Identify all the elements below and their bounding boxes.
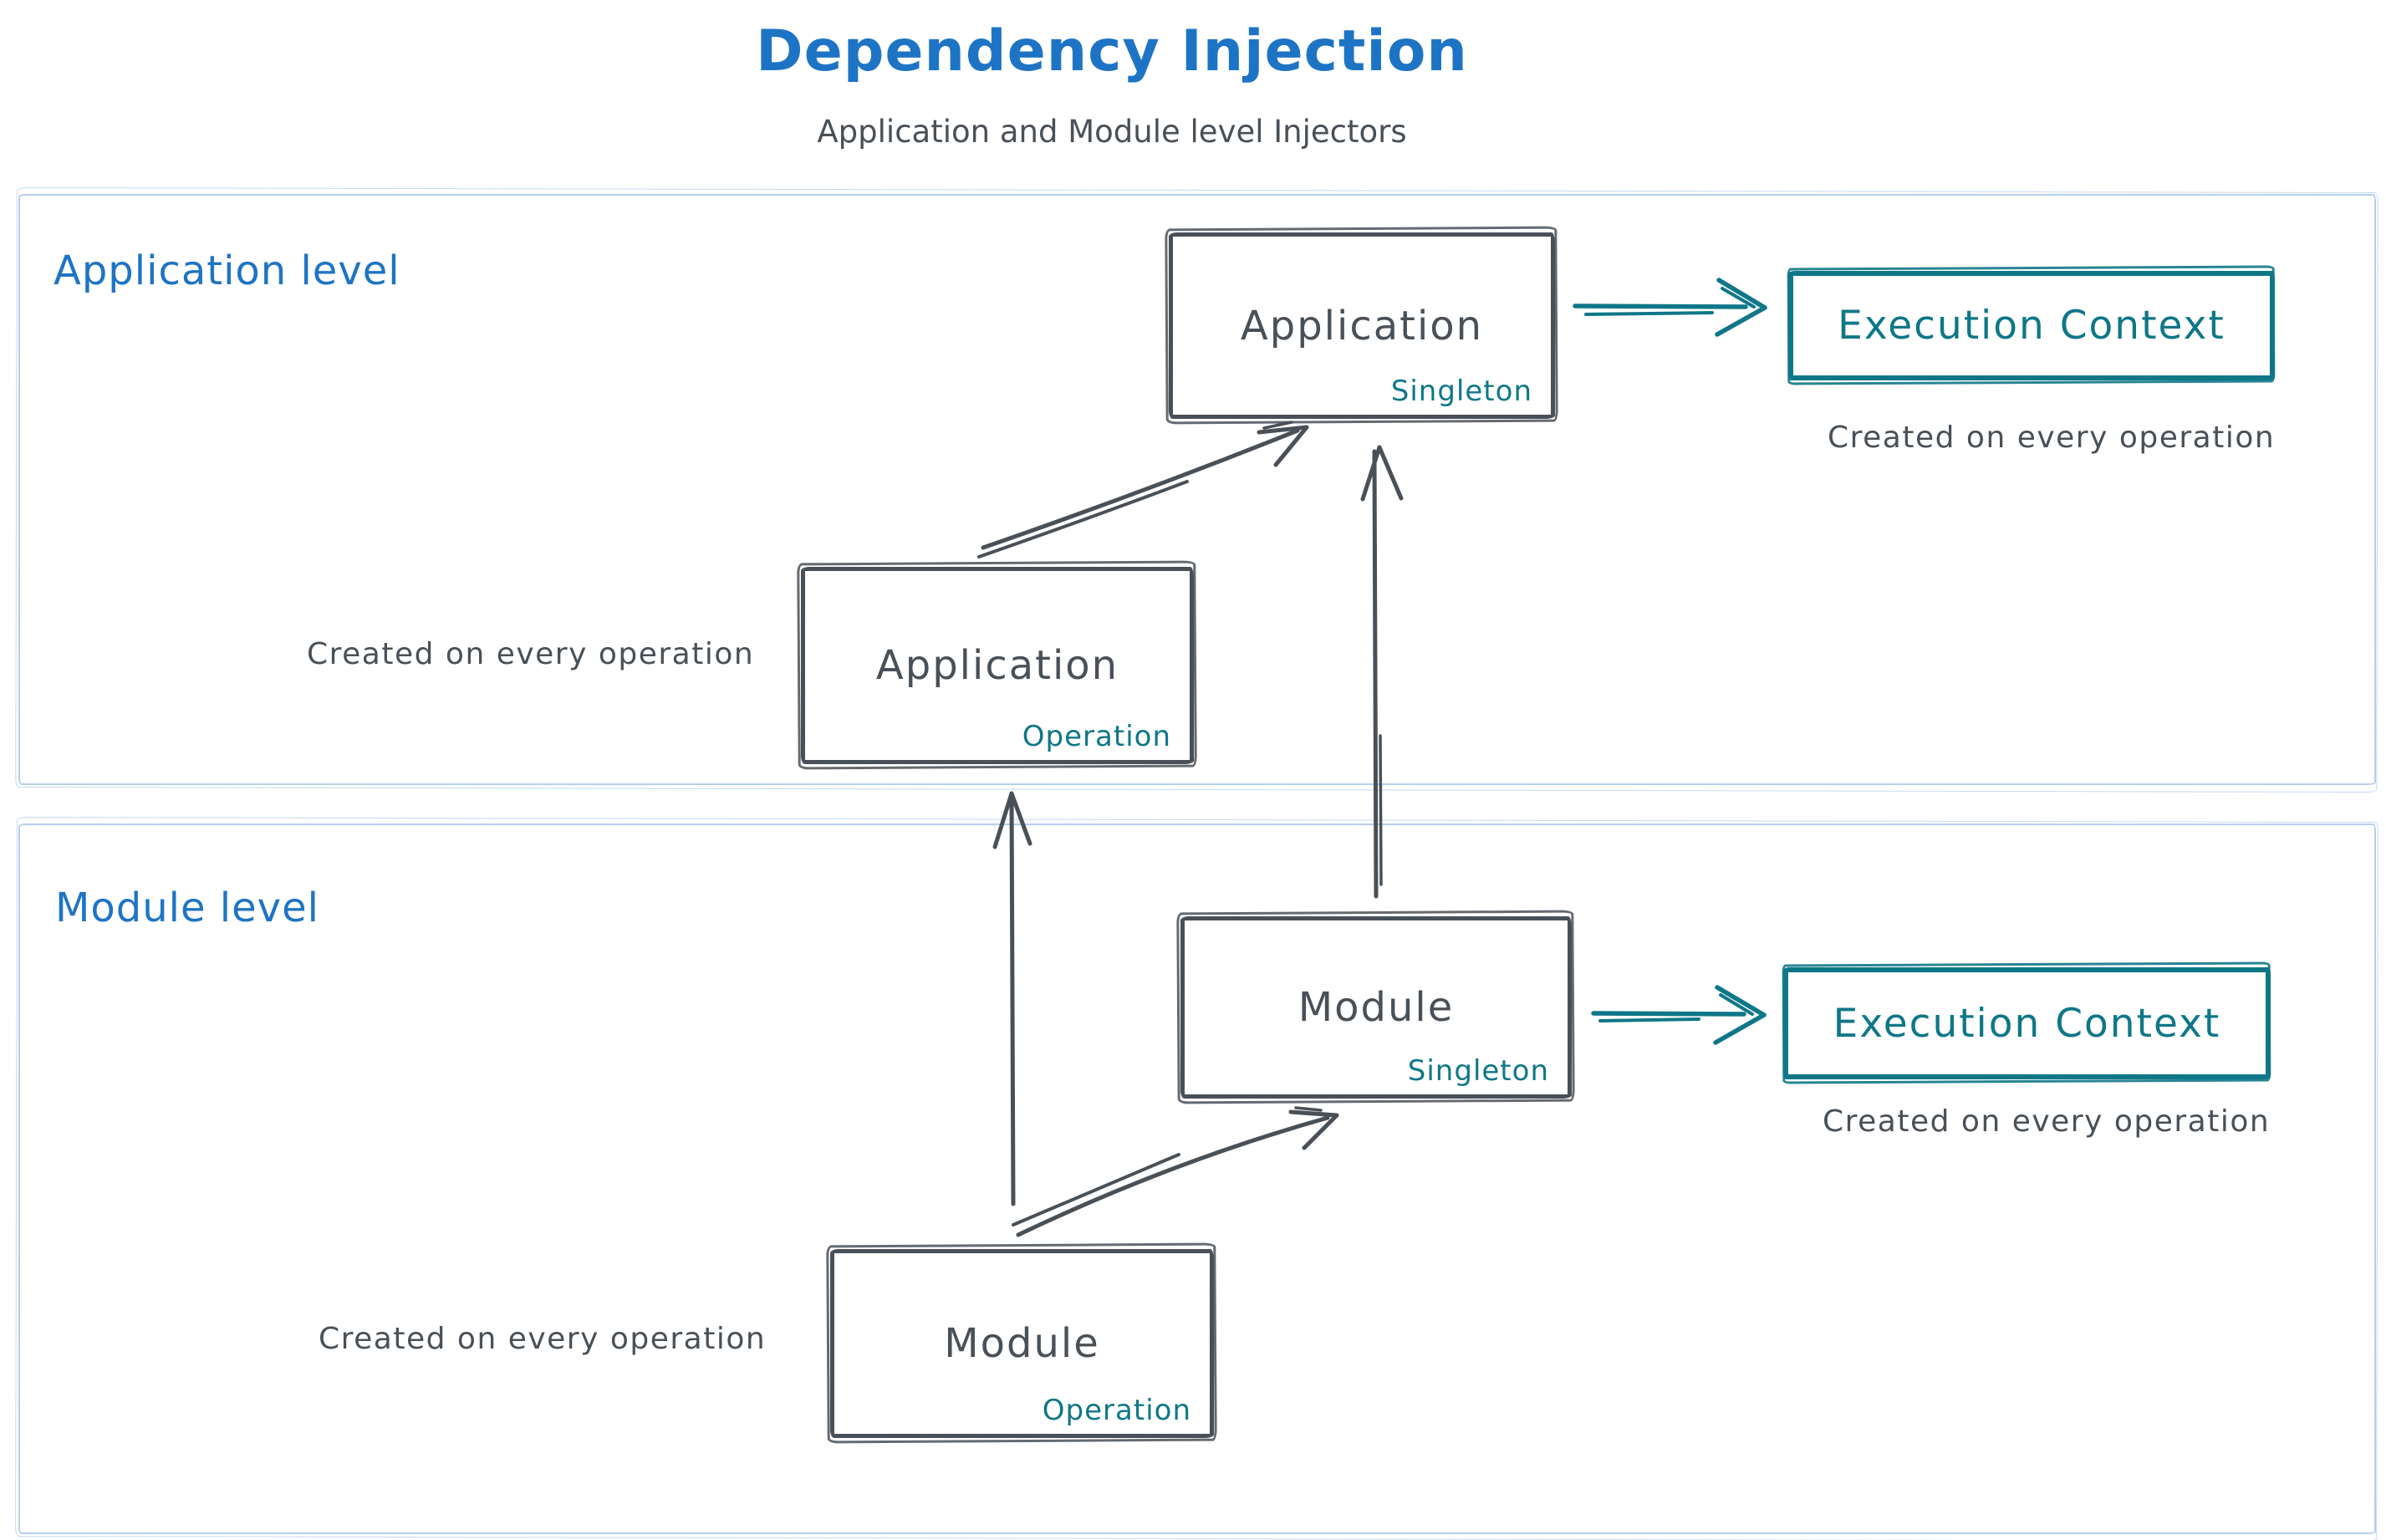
module-operation-box: Module Operation: [830, 1249, 1214, 1438]
module-operation-badge: Operation: [1042, 1394, 1191, 1427]
module-execution-context-title: Execution Context: [1833, 1000, 2221, 1047]
application-operation-box: Application Operation: [801, 567, 1194, 764]
application-level-label: Application level: [54, 247, 400, 294]
diagram-title: Dependency Injection: [756, 18, 1468, 84]
module-singleton-badge: Singleton: [1407, 1054, 1549, 1088]
application-operation-caption: Created on every operation: [307, 637, 755, 671]
module-operation-caption: Created on every operation: [319, 1322, 767, 1356]
application-execution-caption: Created on every operation: [1828, 421, 2276, 455]
application-singleton-title: Application: [1240, 302, 1484, 349]
application-operation-title: Application: [875, 642, 1119, 689]
module-level-label: Module level: [55, 885, 319, 931]
module-execution-context-box: Execution Context: [1783, 967, 2271, 1079]
module-singleton-title: Module: [1298, 984, 1455, 1031]
application-execution-context-box: Execution Context: [1788, 271, 2275, 380]
application-singleton-box: Application Singleton: [1169, 232, 1555, 419]
application-execution-context-title: Execution Context: [1838, 303, 2225, 349]
module-operation-title: Module: [944, 1320, 1100, 1367]
application-level-section: [18, 194, 2376, 785]
application-operation-badge: Operation: [1022, 720, 1171, 753]
application-singleton-badge: Singleton: [1390, 375, 1532, 408]
module-level-section: [18, 824, 2376, 1534]
diagram-subtitle: Application and Module level Injectors: [817, 114, 1407, 150]
module-execution-caption: Created on every operation: [1823, 1104, 2271, 1139]
module-singleton-box: Module Singleton: [1180, 916, 1572, 1099]
